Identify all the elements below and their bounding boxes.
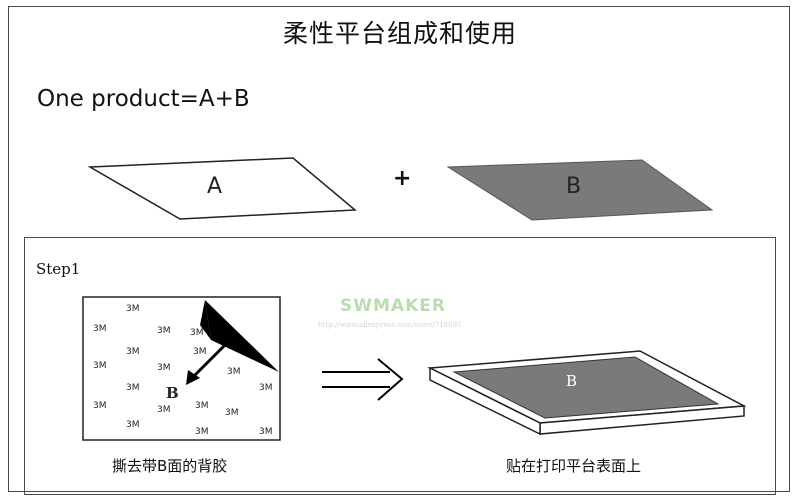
backing-sheet — [82, 296, 281, 441]
page-title: 柔性平台组成和使用 — [282, 19, 517, 48]
step-box — [24, 237, 776, 495]
peel-arrow-head — [186, 370, 200, 385]
plus-sign: + — [393, 166, 412, 191]
sheet-mark: 3M — [195, 401, 209, 411]
sheet-mark: 3M — [259, 427, 273, 437]
caption-attach-platform: 贴在打印平台表面上 — [506, 457, 642, 475]
part-b-shape — [446, 159, 714, 221]
outer-frame — [8, 6, 790, 492]
sheet-mark: 3M — [259, 383, 273, 393]
sheet-mark: 3M — [126, 383, 140, 393]
watermark: SWMAKER — [340, 296, 446, 316]
sheet-mark: 3M — [157, 326, 171, 336]
part-b-label: B — [566, 174, 582, 199]
watermark-url: http://www.aliexpress.com/store/718695 — [318, 321, 462, 329]
platform-b-sheet — [452, 356, 720, 419]
platform-side — [429, 366, 541, 436]
sheet-mark: 3M — [126, 347, 140, 357]
sheet-mark: 3M — [93, 324, 107, 334]
sheet-mark: 3M — [93, 401, 107, 411]
platform-b-label: B — [566, 372, 578, 390]
sheet-mark: 3M — [93, 361, 107, 371]
sheet-mark: 3M — [126, 420, 140, 430]
caption-peel-backing: 撕去带B面的背胶 — [112, 457, 228, 475]
double-arrow-head — [377, 358, 404, 401]
sheet-mark: 3M — [225, 408, 239, 418]
sheet-b-label: B — [166, 384, 179, 402]
peeled-corner-fold — [200, 300, 211, 340]
part-a-shape — [87, 157, 357, 220]
sheet-mark: 3M — [190, 328, 204, 338]
sheet-mark: 3M — [126, 304, 140, 314]
sheet-mark: 3M — [195, 427, 209, 437]
sheet-mark: 3M — [193, 347, 207, 357]
peel-arrow-line — [190, 336, 234, 380]
peeled-corner — [205, 300, 279, 372]
step-label: Step1 — [36, 260, 81, 278]
sheet-mark: 3M — [157, 405, 171, 415]
sheet-mark: 3M — [227, 367, 241, 377]
formula-text: One product=A+B — [37, 86, 250, 112]
sheet-mark: 3M — [157, 363, 171, 373]
part-a-label: A — [207, 174, 223, 199]
